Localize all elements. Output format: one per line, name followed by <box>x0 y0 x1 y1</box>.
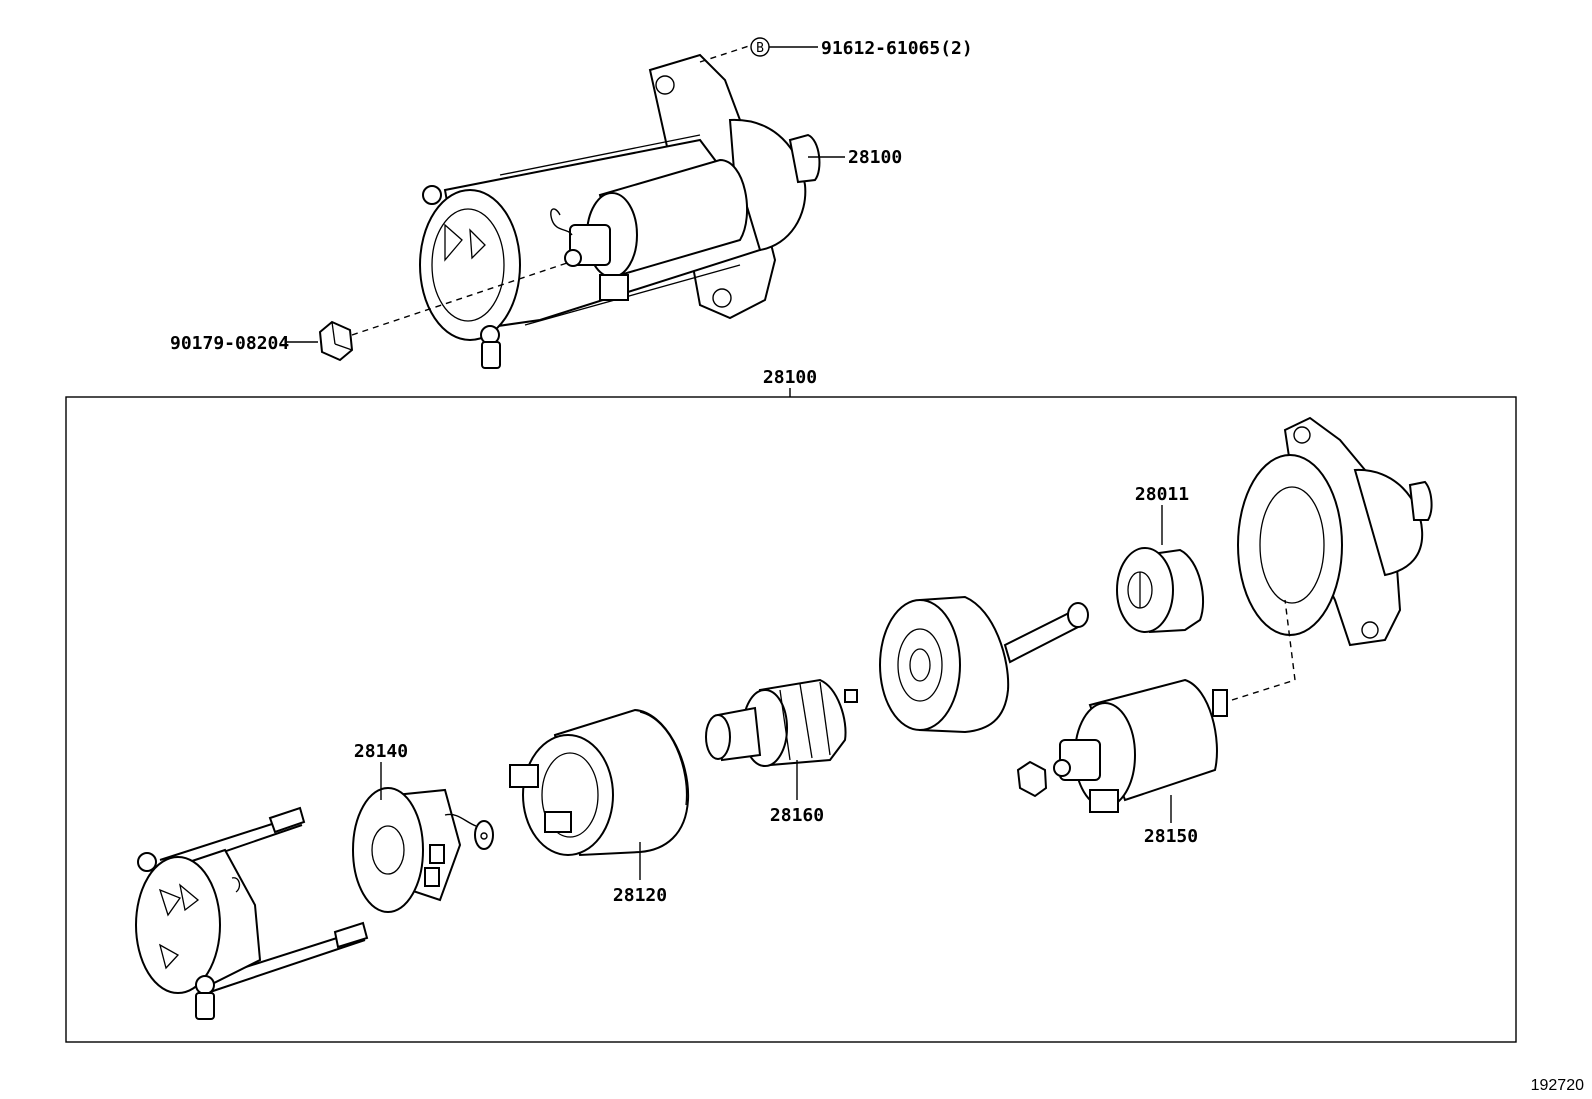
nut-illustration <box>318 320 354 362</box>
label-armature: 28160 <box>770 805 824 826</box>
field-frame-illustration <box>879 595 1089 734</box>
label-assembly: 28100 <box>763 367 817 388</box>
brush-holder-illustration <box>352 787 494 913</box>
figure-number: 192720 <box>1531 1077 1584 1094</box>
solenoid-illustration <box>1016 678 1228 813</box>
label-solenoid: 28150 <box>1144 826 1198 847</box>
clutch-illustration <box>1116 547 1204 634</box>
label-nut: 90179-08204 <box>170 333 289 354</box>
bolt-marker-letter: B <box>756 41 764 56</box>
starter-assembly-illustration <box>419 53 821 369</box>
label-clutch: 28011 <box>1135 484 1189 505</box>
rear-housing-illustration <box>135 806 369 1020</box>
label-brush-holder: 28140 <box>354 741 408 762</box>
bottom-leader-lines <box>380 505 1172 880</box>
label-bolt: 91612-61065(2) <box>821 38 973 59</box>
drive-housing-illustration <box>1237 416 1433 647</box>
label-yoke: 28120 <box>613 885 667 906</box>
assembly-box <box>65 396 1517 1043</box>
armature-illustration <box>705 678 858 767</box>
top-leader-lines <box>287 37 845 343</box>
yoke-illustration <box>509 708 690 857</box>
label-starter-top: 28100 <box>848 147 902 168</box>
